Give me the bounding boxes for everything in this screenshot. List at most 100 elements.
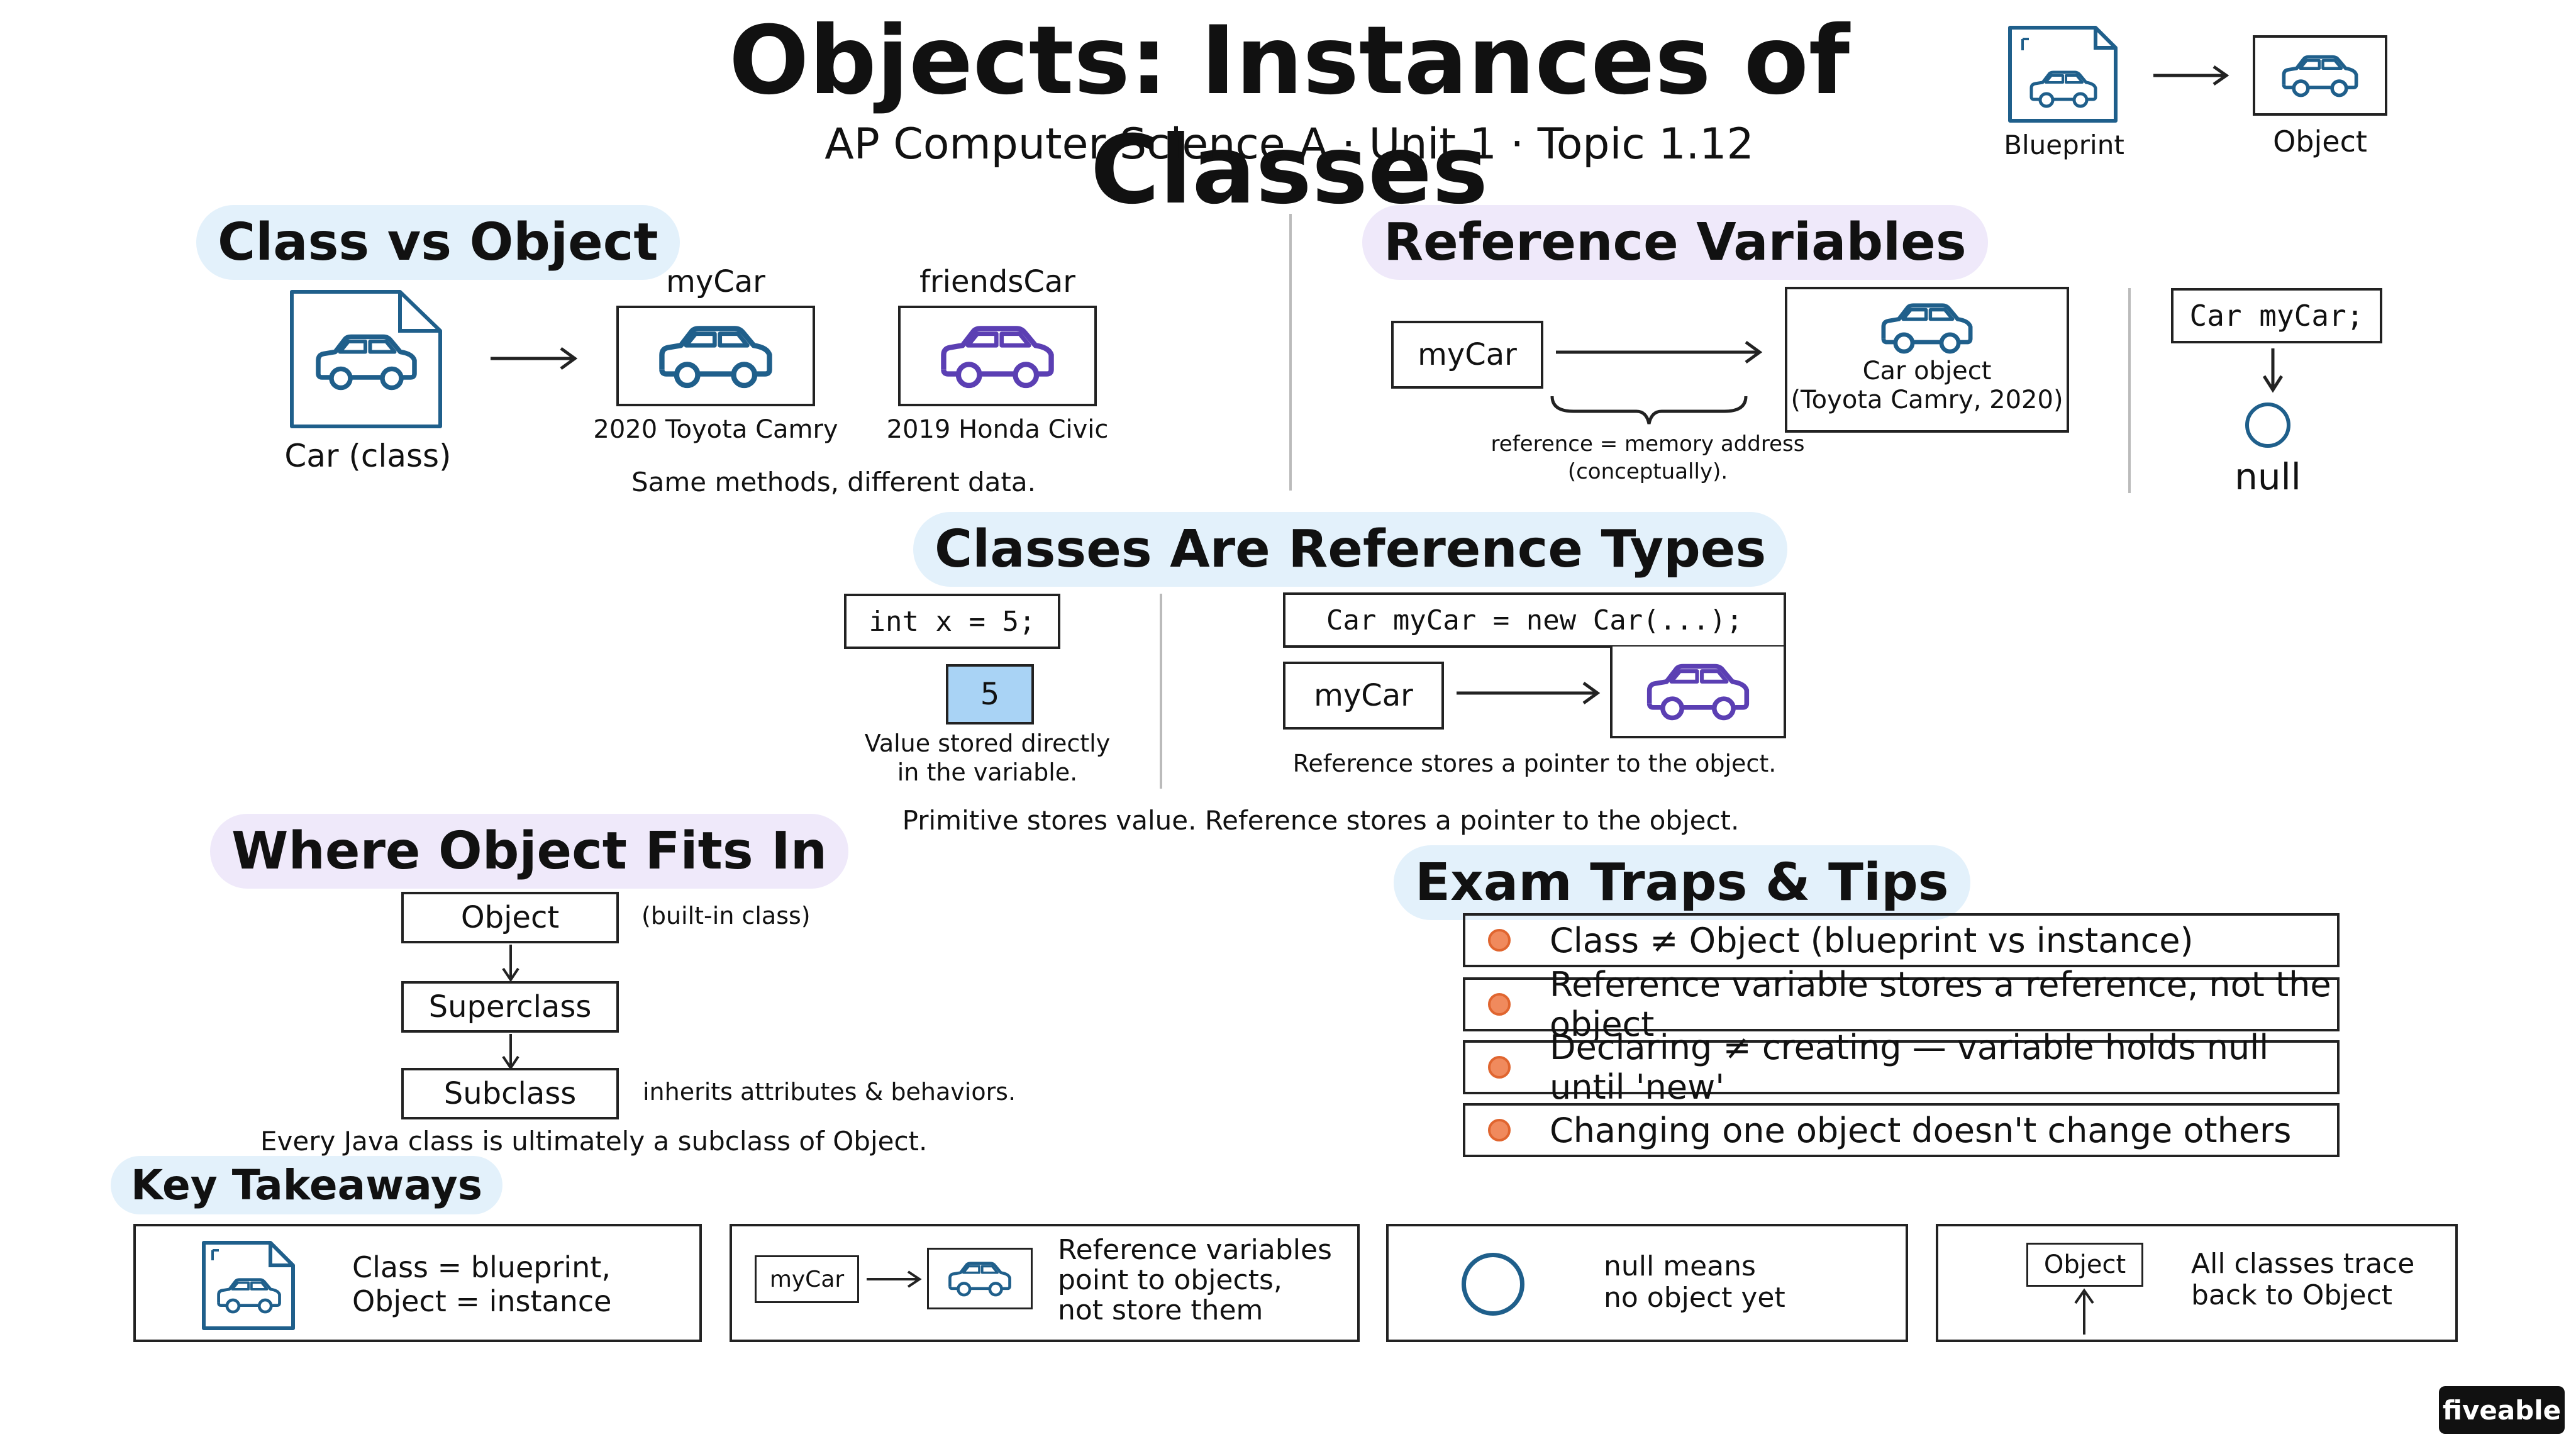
ref-type-caption: Reference stores a pointer to the object… — [1292, 750, 1777, 777]
object-label: Object — [2273, 125, 2367, 158]
hierarchy-heading: Where Object Fits In — [210, 814, 849, 889]
blueprint-to-object-arrow — [2153, 65, 2229, 86]
null-label: null — [2235, 455, 2301, 498]
reference-types-heading: Classes Are Reference Types — [913, 512, 1788, 587]
car-object-line1: Car object — [1862, 357, 1992, 386]
brace-line2: (conceptually). — [1567, 459, 1728, 484]
obj1-name: myCar — [666, 264, 765, 299]
class-label: Car (class) — [284, 438, 452, 474]
obj2-box — [898, 306, 1097, 406]
exam-tip-1-text: Class ≠ Object (blueprint vs instance) — [1550, 920, 2194, 960]
primitive-value: 5 — [980, 677, 1000, 712]
takeaway-4-object-box: Object — [2026, 1243, 2143, 1287]
hierarchy-subclass-note: inherits attributes & behaviors. — [643, 1078, 1016, 1106]
car-object-box: Car object (Toyota Camry, 2020) — [1785, 287, 2069, 433]
takeaway-card-2: myCar Reference variables point to objec… — [730, 1224, 1360, 1342]
takeaway-card-3: null means no object yet — [1386, 1224, 1908, 1342]
hierarchy-subclass-label: Subclass — [443, 1076, 577, 1111]
reference-types-summary: Primitive stores value. Reference stores… — [902, 805, 1740, 836]
exam-tip-2-text: Reference variable stores a reference, n… — [1550, 965, 2331, 1044]
takeaway-2-arrow — [867, 1270, 922, 1288]
brace-line1: reference = memory address — [1491, 431, 1805, 457]
takeaways-heading: Key Takeaways — [111, 1156, 503, 1214]
takeaway-card-4: Object All classes trace back to Object — [1936, 1224, 2458, 1342]
car-object-line2: (Toyota Camry, 2020) — [1790, 386, 2063, 414]
ref-type-object-box — [1610, 647, 1786, 738]
hierarchy-object-label: Object — [460, 900, 560, 935]
tip-bullet-icon — [1488, 1056, 1511, 1079]
exam-tip-2: Reference variable stores a reference, n… — [1463, 965, 2340, 1044]
decl-down-arrow — [2262, 348, 2284, 393]
hierarchy-superclass-box: Superclass — [401, 981, 619, 1033]
takeaway-4-object: Object — [2043, 1250, 2126, 1279]
divider-types — [1160, 594, 1162, 789]
memory-brace — [1550, 396, 1748, 425]
ref-var-label: myCar — [1418, 337, 1517, 372]
takeaway-2-line2: point to objects, — [1058, 1264, 1282, 1296]
exam-tip-4-text: Changing one object doesn't change other… — [1550, 1110, 2292, 1150]
takeaway-4-line1: All classes trace — [2191, 1248, 2415, 1280]
primitive-code-box: int x = 5; — [844, 594, 1060, 649]
hierarchy-arrow-2 — [502, 1034, 519, 1070]
class-vs-object-heading: Class vs Object — [196, 205, 680, 280]
exam-tip-4: Changing one object doesn't change other… — [1463, 1103, 2340, 1157]
ref-var-arrow — [1556, 340, 1763, 364]
takeaway-2-line1: Reference variables — [1058, 1234, 1332, 1266]
tip-bullet-icon — [1488, 993, 1511, 1016]
ref-code-box: Car myCar = new Car(...); — [1283, 592, 1786, 648]
blueprint-icon — [2007, 25, 2121, 126]
blueprint-label: Blueprint — [2004, 130, 2124, 160]
ref-code: Car myCar = new Car(...); — [1326, 604, 1743, 636]
fiveable-logo-text: fiveable — [2442, 1394, 2562, 1426]
primitive-code: int x = 5; — [869, 605, 1036, 638]
takeaway-4-line2: back to Object — [2191, 1279, 2393, 1311]
takeaway-card-1: Class = blueprint, Object = instance — [133, 1224, 702, 1342]
decl-code: Car myCar; — [2189, 299, 2364, 333]
exam-tip-3-text: Declaring ≠ creating — variable holds nu… — [1550, 1028, 2269, 1107]
decl-code-box: Car myCar; — [2171, 288, 2382, 343]
obj1-caption: 2020 Toyota Camry — [593, 415, 838, 444]
takeaway-2-line3: not store them — [1058, 1294, 1263, 1326]
hierarchy-arrow-1 — [502, 945, 519, 982]
obj2-name: friendsCar — [919, 264, 1076, 299]
ref-type-var-box: myCar — [1283, 662, 1444, 730]
class-vs-object-note: Same methods, different data. — [631, 467, 1036, 497]
primitive-caption-line1: Value stored directly — [864, 730, 1111, 757]
ref-type-arrow — [1457, 681, 1601, 705]
hierarchy-footer: Every Java class is ultimately a subclas… — [260, 1126, 928, 1157]
up-arrow-icon — [2074, 1288, 2094, 1335]
reference-variables-heading: Reference Variables — [1362, 205, 1988, 280]
page-title: Objects: Instances of Classes — [728, 6, 1850, 225]
blueprint-doc-icon — [202, 1241, 295, 1330]
page-subtitle: AP Computer Science A · Unit 1 · Topic 1… — [824, 119, 1754, 169]
object-icon-box — [2253, 35, 2387, 116]
fiveable-logo: fiveable — [2439, 1386, 2565, 1434]
null-circle-icon — [2245, 402, 2290, 448]
ref-var-box: myCar — [1391, 321, 1543, 389]
takeaway-1-line1: Class = blueprint, — [352, 1250, 611, 1284]
primitive-value-box: 5 — [946, 664, 1034, 724]
ref-type-var: myCar — [1314, 678, 1413, 713]
takeaway-3-line2: no object yet — [1604, 1282, 1785, 1314]
hierarchy-object-note: (built-in class) — [641, 902, 811, 930]
null-circle-icon — [1462, 1253, 1524, 1316]
hierarchy-object-box: Object — [401, 892, 619, 943]
divider-ref — [2128, 288, 2131, 493]
hierarchy-superclass-label: Superclass — [428, 989, 592, 1024]
divider-top — [1289, 214, 1292, 491]
class-doc-icon — [289, 289, 444, 431]
hierarchy-subclass-box: Subclass — [401, 1068, 619, 1119]
takeaway-2-object-box — [927, 1248, 1033, 1309]
obj1-box — [616, 306, 815, 406]
tip-bullet-icon — [1488, 1119, 1511, 1141]
class-to-object-arrow — [491, 347, 578, 370]
takeaway-2-var: myCar — [769, 1266, 845, 1292]
takeaway-3-line1: null means — [1604, 1250, 1756, 1282]
takeaway-2-var-box: myCar — [755, 1255, 859, 1303]
exam-tips-heading: Exam Traps & Tips — [1394, 845, 1970, 920]
exam-tip-3: Declaring ≠ creating — variable holds nu… — [1463, 1028, 2340, 1107]
exam-tip-1: Class ≠ Object (blueprint vs instance) — [1463, 913, 2340, 967]
takeaway-1-line2: Object = instance — [352, 1284, 612, 1318]
tip-bullet-icon — [1488, 929, 1511, 952]
primitive-caption-line2: in the variable. — [897, 758, 1078, 786]
